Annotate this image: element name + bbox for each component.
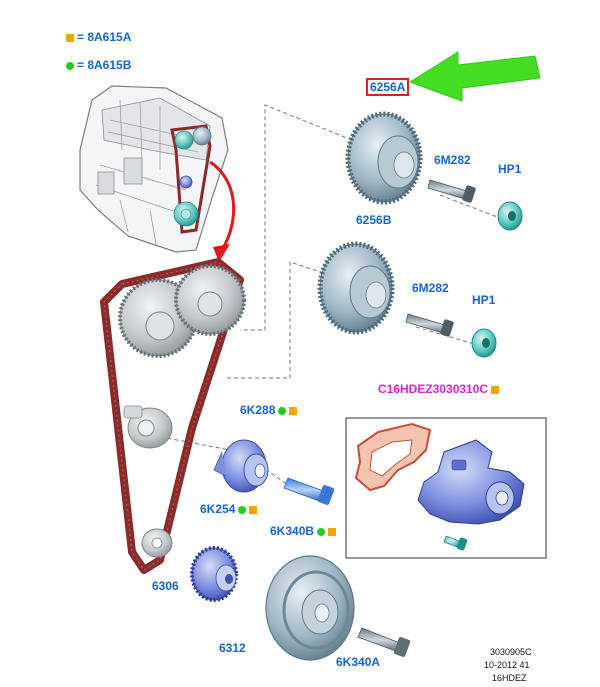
footer-code-2: 10-2012 41 [484,660,530,670]
highlight-arrow [408,51,541,102]
orange-square-icon [328,527,337,536]
crank-sprocket-6306 [190,546,238,602]
bolt-6K340A [357,627,411,657]
callout-HP1-top: HP1 [498,162,522,176]
plug-HP1-top [497,201,523,231]
orange-square-icon [491,385,500,394]
bolt-6M282-bottom [405,313,454,337]
callout-HP1-bottom: HP1 [472,293,496,307]
green-dot-icon [238,505,247,514]
callout-6M282-bottom: 6M282 [412,281,449,295]
camshaft-pulley-6256A [345,111,423,205]
callout-6M282-top: 6M282 [434,153,471,167]
engine-block-illustration [79,85,229,253]
red-curved-arrow [209,160,236,262]
plug-HP1-bottom [471,328,497,358]
callout-6306: 6306 [152,579,179,593]
footer-code-1: 3030905C [490,647,532,657]
orange-square-icon [289,406,298,415]
orange-square-icon [66,33,74,42]
callout-kit: C16HDEZ3030310C [378,382,500,396]
callout-6K340B-text: 6K340B [270,524,315,538]
callout-6K254: 6K254 [200,502,258,516]
legend-green-text: = 8A615B [77,58,132,72]
callout-6256A: 6256A [366,78,410,96]
legend-orange: = 8A615A [66,30,131,44]
water-pump-kit-box [345,417,547,559]
callout-6K288-text: 6K288 [240,403,276,417]
callout-6312: 6312 [219,641,246,655]
footer-code-3: 16HDEZ [492,673,527,683]
green-dot-icon [66,61,74,70]
crank-pulley-6312 [265,555,355,661]
green-dot-icon [317,527,326,536]
callout-kit-text: C16HDEZ3030310C [378,382,489,396]
legend-orange-text: = 8A615A [77,30,132,44]
belt-bottom-sprocket [141,528,173,558]
legend-green: = 8A615B [66,58,131,72]
callout-6256B: 6256B [356,213,392,227]
orange-square-icon [249,505,258,514]
callout-6K254-text: 6K254 [200,502,236,516]
callout-6K288: 6K288 [240,403,298,417]
tensioner-6K254 [213,439,269,493]
bolt-6K340B [283,477,335,505]
callout-6K340A: 6K340A [336,655,381,669]
green-dot-icon [278,406,287,415]
bolt-6M282-top [427,179,476,203]
belt-cam-pulley-right [174,264,246,336]
callout-6256A-text: 6256A [366,78,410,96]
timing-belt [100,258,244,574]
belt-idler-roller [123,405,173,449]
camshaft-pulley-6256B [317,241,395,335]
callout-6K340B: 6K340B [270,524,337,538]
